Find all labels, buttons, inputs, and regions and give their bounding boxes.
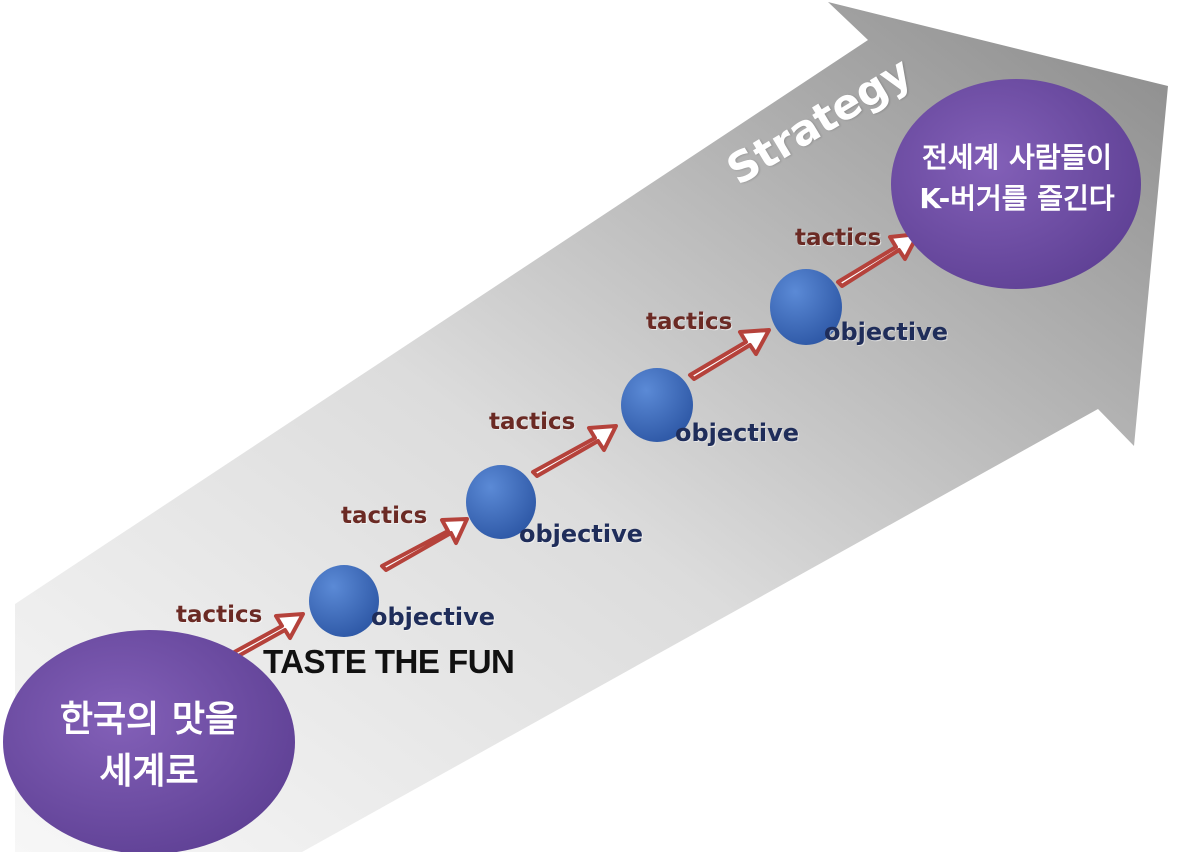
- caption-taste-the-fun: TASTE THE FUN: [263, 643, 515, 680]
- goal-circle: [891, 79, 1141, 289]
- start-circle: [3, 630, 295, 852]
- objective-circle-4: [770, 269, 842, 345]
- objective-circle-1: [309, 565, 379, 637]
- objective-label-1: objective: [371, 603, 496, 631]
- start-line-2: 세계로: [99, 751, 199, 793]
- step-arrows: [216, 232, 920, 667]
- objective-circles: [309, 269, 842, 637]
- step-arrow-5: [836, 232, 920, 288]
- tactics-label-5: tactics: [795, 225, 882, 251]
- step-arrow-3: [531, 424, 618, 478]
- tactics-label-3: tactics: [489, 409, 576, 435]
- tactics-label-2: tactics: [341, 503, 428, 529]
- goal-line-2: K-버거를 즐긴다: [919, 181, 1115, 215]
- tactics-label-4: tactics: [646, 309, 733, 335]
- goal-circle-text: 전세계 사람들이 K-버거를 즐긴다: [892, 138, 1142, 219]
- objective-circle-2: [466, 465, 536, 539]
- goal-line-1: 전세계 사람들이: [921, 141, 1113, 174]
- start-circle-text: 한국의 맛을 세계로: [14, 694, 284, 798]
- objective-label-2: objective: [519, 520, 644, 548]
- objective-label-4: objective: [824, 318, 949, 346]
- objective-circle-3: [621, 368, 693, 442]
- tactics-label-1: tactics: [176, 602, 263, 628]
- step-arrow-4: [688, 328, 771, 381]
- objective-label-3: objective: [675, 419, 800, 447]
- step-arrow-2: [380, 517, 469, 572]
- start-line-1: 한국의 맛을: [59, 699, 239, 740]
